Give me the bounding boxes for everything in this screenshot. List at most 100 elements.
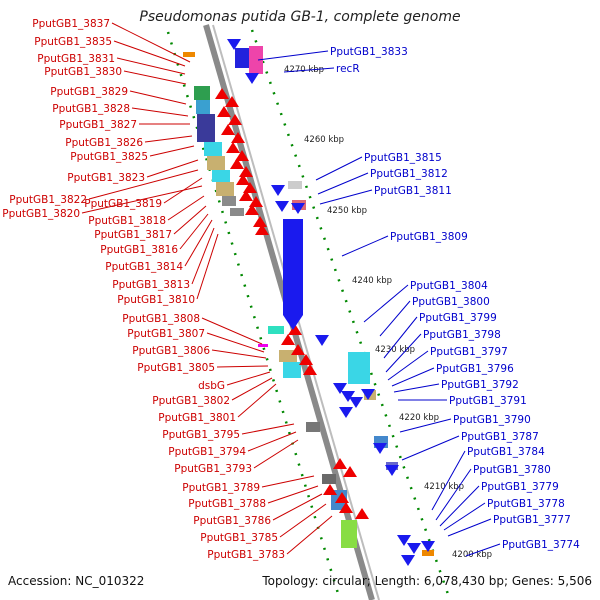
right-leader-line: [401, 435, 460, 461]
right-leader-line: [319, 189, 373, 205]
reverse-gene-arrow: [283, 315, 303, 330]
scale-kbp-label: 4220 kbp: [399, 413, 439, 423]
left-leader-line: [179, 213, 209, 250]
right-gene-label: PputGB1_3792: [441, 379, 519, 391]
left-gene-label: PputGB1_3813: [112, 279, 190, 291]
left-leader-line: [184, 219, 213, 267]
left-gene-label: PputGB1_3808: [122, 313, 200, 325]
right-gene-label: PputGB1_3815: [364, 152, 442, 164]
gene-block: [306, 422, 320, 432]
forward-gene-arrow: [228, 114, 242, 125]
right-gene-label: PputGB1_3833: [330, 46, 408, 58]
scale-kbp-label: 4250 kbp: [327, 206, 367, 216]
forward-gene-arrow: [231, 132, 245, 143]
left-leader-line: [131, 107, 189, 117]
right-leader-line: [447, 518, 492, 537]
reverse-gene-arrow: [421, 541, 435, 552]
reverse-gene-arrow: [315, 335, 329, 346]
right-gene-label: PputGB1_3778: [487, 498, 565, 510]
right-leader-line: [283, 67, 335, 73]
reverse-gene-arrow: [407, 543, 421, 554]
gene-block: [197, 114, 215, 142]
right-leader-line: [385, 333, 422, 373]
right-leader-line: [315, 156, 363, 181]
left-leader-line: [241, 423, 295, 435]
right-gene-label: PputGB1_3779: [481, 481, 559, 493]
reverse-gene-arrow: [339, 407, 353, 418]
right-tick-track: [250, 29, 452, 600]
right-gene-label: PputGB1_3780: [473, 464, 551, 476]
left-gene-label: PputGB1_3802: [152, 395, 230, 407]
reverse-gene-arrow: [385, 465, 399, 476]
scale-kbp-label: 4260 kbp: [304, 135, 344, 145]
left-gene-label: PputGB1_3835: [34, 36, 112, 48]
reverse-gene-arrow: [333, 383, 347, 394]
gene-block: [196, 100, 210, 114]
right-leader-line: [399, 418, 452, 433]
reverse-gene-arrow: [349, 397, 363, 408]
left-gene-label: PputGB1_3788: [188, 498, 266, 510]
left-gene-label: PputGB1_3837: [32, 18, 110, 30]
scale-kbp-label: 4200 kbp: [452, 550, 492, 560]
left-leader-line: [146, 159, 199, 178]
summary-text: Topology: circular; Length: 6,078,430 bp…: [262, 574, 592, 588]
left-leader-line: [173, 205, 207, 235]
forward-gene-arrow: [239, 166, 253, 177]
right-leader-line: [379, 300, 411, 337]
left-leader-line: [123, 70, 187, 85]
reverse-gene-arrow: [245, 73, 259, 84]
left-gene-label: PputGB1_3805: [137, 362, 215, 374]
right-gene-label: PputGB1_3797: [430, 346, 508, 358]
left-gene-label: PputGB1_3816: [100, 244, 178, 256]
left-leader-line: [113, 40, 186, 67]
left-leader-line: [206, 332, 265, 353]
left-gene-label: PputGB1_3823: [67, 172, 145, 184]
gene-block: [207, 156, 225, 170]
left-leader-line: [88, 169, 199, 200]
left-gene-label: PputGB1_3818: [88, 215, 166, 227]
reverse-gene-arrow: [227, 39, 241, 50]
forward-gene-arrow: [226, 142, 240, 153]
left-leader-line: [211, 349, 267, 359]
gene-block: [283, 362, 301, 378]
right-leader-line: [443, 502, 486, 531]
right-leader-line: [431, 450, 466, 511]
reverse-gene-arrow: [397, 535, 411, 546]
left-gene-label: PputGB1_3817: [94, 229, 172, 241]
forward-gene-arrow: [281, 334, 295, 345]
forward-gene-arrow: [355, 508, 369, 519]
forward-gene-arrow: [215, 88, 229, 99]
left-leader-line: [231, 377, 273, 401]
forward-gene-arrow: [221, 124, 235, 135]
gene-block: [258, 344, 268, 347]
scale-kbp-label: 4210 kbp: [424, 482, 464, 492]
reverse-gene-arrow: [271, 185, 285, 196]
forward-gene-arrow: [239, 190, 253, 201]
left-leader-line: [261, 475, 315, 488]
left-leader-line: [144, 135, 193, 143]
left-gene-label: PputGB1_3794: [168, 446, 246, 458]
left-gene-label: PputGB1_3827: [59, 119, 137, 131]
left-gene-label: PputGB1_3801: [158, 412, 236, 424]
right-leader-line: [439, 485, 480, 527]
left-gene-label: PputGB1_3785: [200, 532, 278, 544]
right-leader-line: [435, 468, 472, 521]
right-gene-label: PputGB1_3784: [467, 446, 545, 458]
forward-gene-arrow: [339, 502, 353, 513]
left-gene-label: PputGB1_3807: [127, 328, 205, 340]
gene-block: [222, 196, 236, 206]
right-gene-label: PputGB1_3777: [493, 514, 571, 526]
left-leader-line: [216, 365, 269, 368]
right-gene-label: PputGB1_3809: [390, 231, 468, 243]
reverse-gene-arrow: [373, 443, 387, 454]
reverse-gene-arrow: [341, 391, 355, 402]
forward-gene-arrow: [323, 484, 337, 495]
left-gene-label: PputGB1_3806: [132, 345, 210, 357]
gene-block: [212, 170, 230, 182]
left-gene-label: PputGB1_3814: [105, 261, 183, 273]
left-gene-label: PputGB1_3829: [50, 86, 128, 98]
left-leader-line: [226, 371, 271, 386]
right-leader-line: [393, 383, 440, 393]
left-leader-line: [237, 383, 277, 418]
